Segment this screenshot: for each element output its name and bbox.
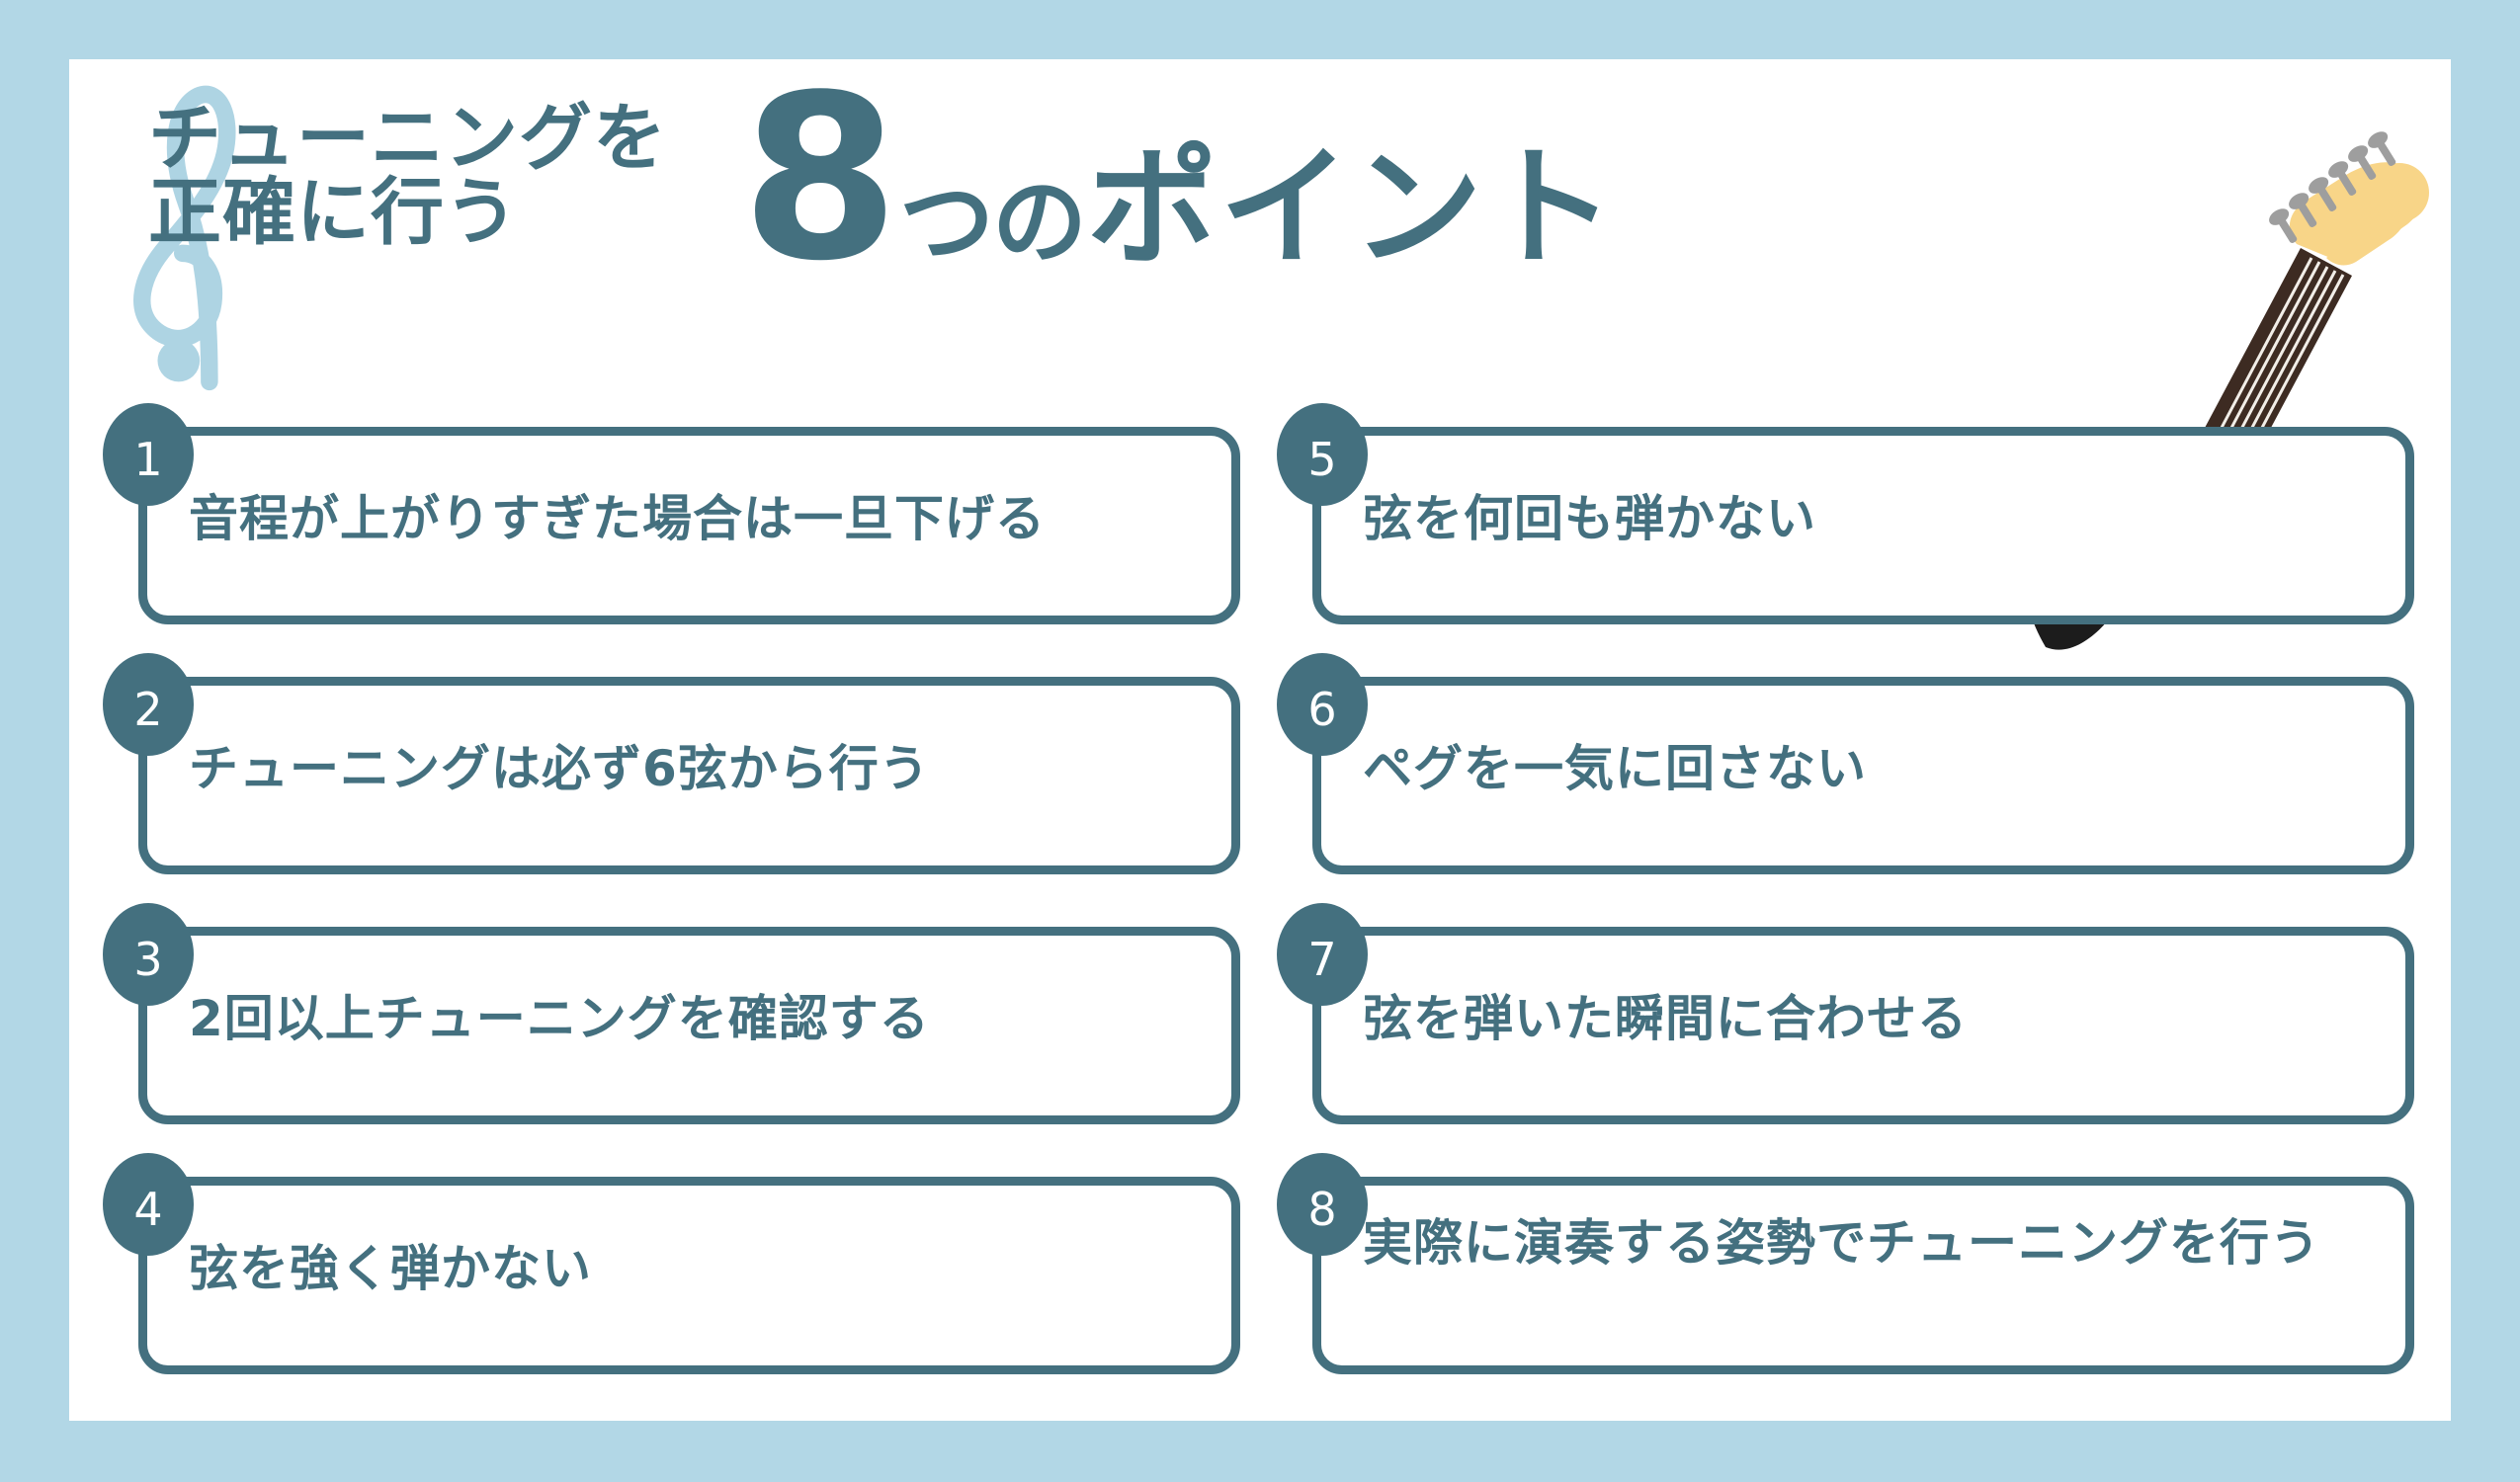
point-badge-8: 8 — [1277, 1153, 1368, 1256]
point-card-6-text: ペグを一気に回さない — [1363, 740, 1867, 797]
point-badge-3: 3 — [103, 903, 194, 1006]
point-badge-2: 2 — [103, 653, 194, 756]
point-badge-5: 5 — [1277, 403, 1368, 506]
point-card-4[interactable]: 弦を強く弾かない — [138, 1177, 1240, 1374]
title-line-1: チューニングを — [148, 96, 667, 181]
point-card-4-text: 弦を強く弾かない — [189, 1240, 592, 1297]
point-card-8-text: 実際に演奏する姿勢でチューニングを行う — [1363, 1214, 2320, 1272]
title-count: 8 — [741, 59, 900, 311]
point-card-1[interactable]: 音程が上がりすぎた場合は一旦下げる — [138, 427, 1240, 624]
point-card-8[interactable]: 実際に演奏する姿勢でチューニングを行う — [1312, 1177, 2414, 1374]
point-card-5[interactable]: 弦を何回も弾かない — [1312, 427, 2414, 624]
title-count-suffix-big: ポイント — [1087, 132, 1617, 285]
point-badge-6: 6 — [1277, 653, 1368, 756]
point-card-1-text: 音程が上がりすぎた場合は一旦下げる — [189, 490, 1046, 547]
title-line-2: 正確に行う — [148, 170, 519, 256]
page-title: チューニングを正確に行う 8 つの ポイント — [148, 66, 2421, 410]
point-card-7[interactable]: 弦を弾いた瞬間に合わせる — [1312, 927, 2414, 1124]
point-card-6[interactable]: ペグを一気に回さない — [1312, 677, 2414, 874]
point-card-7-text: 弦を弾いた瞬間に合わせる — [1363, 990, 1968, 1047]
point-card-2-text: チューニングは必ず6弦から行う — [189, 740, 930, 797]
title-count-suffix-small: つの — [899, 167, 1087, 278]
point-card-2[interactable]: チューニングは必ず6弦から行う — [138, 677, 1240, 874]
title-main-lines: チューニングを正確に行う — [148, 101, 667, 251]
point-badge-7: 7 — [1277, 903, 1368, 1006]
point-card-5-text: 弦を何回も弾かない — [1363, 490, 1816, 547]
point-card-3[interactable]: 2回以上チューニングを確認する — [138, 927, 1240, 1124]
point-badge-4: 4 — [103, 1153, 194, 1256]
point-badge-1: 1 — [103, 403, 194, 506]
point-card-3-text: 2回以上チューニングを確認する — [189, 990, 930, 1047]
